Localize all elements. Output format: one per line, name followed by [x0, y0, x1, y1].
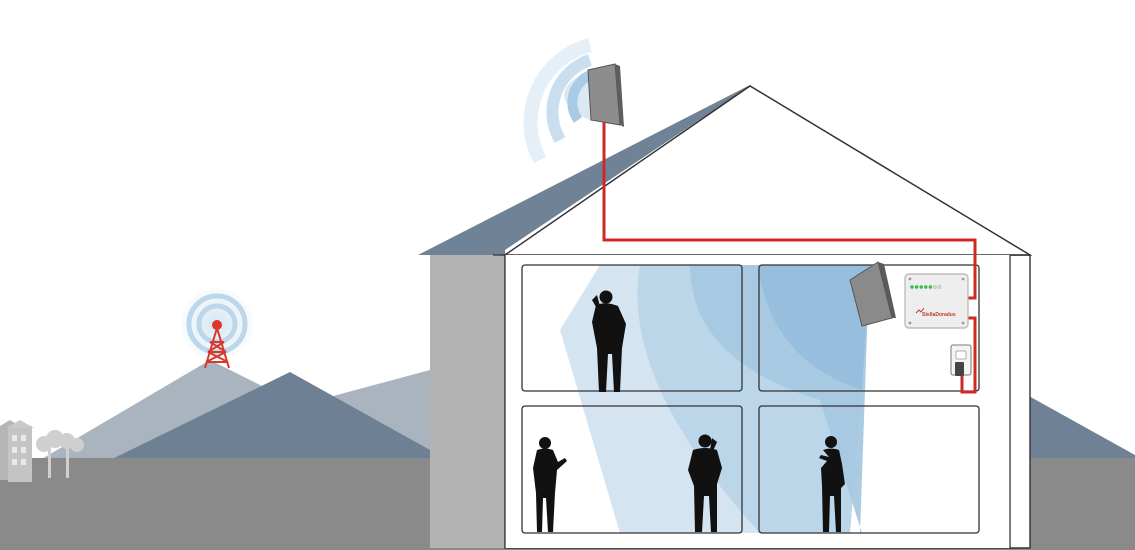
power-outlet-icon — [950, 344, 972, 376]
status-led — [923, 285, 928, 289]
booster-brand-label: StellaDoradus — [922, 312, 956, 318]
room-upper-left — [521, 264, 743, 392]
town-building — [8, 426, 32, 482]
person-with-phone — [819, 436, 845, 532]
status-led — [910, 285, 914, 289]
room-lower-right — [758, 405, 980, 534]
people — [533, 290, 845, 532]
near-mountain-left — [110, 372, 430, 460]
person-on-phone — [688, 434, 722, 532]
town-trees — [36, 430, 84, 478]
indoor-coverage-beam — [560, 265, 870, 533]
signal-booster-icon: StellaDoradus — [904, 273, 969, 329]
house-side-wall — [430, 255, 505, 548]
rooms — [521, 264, 980, 534]
status-led — [937, 285, 942, 289]
person-on-phone — [592, 290, 626, 392]
town-roof — [6, 420, 34, 428]
status-led — [928, 285, 933, 289]
status-led — [914, 285, 919, 289]
room-lower-left — [521, 405, 743, 534]
status-led — [919, 285, 924, 289]
person-with-phone — [533, 437, 567, 532]
indoor-antenna-icon — [849, 261, 896, 327]
status-led — [933, 285, 937, 289]
outdoor-antenna-icon — [587, 63, 624, 127]
house-roof — [418, 86, 750, 255]
coax-cable — [602, 122, 977, 394]
booster-status-leds — [910, 285, 942, 289]
outdoor-antenna-signal — [523, 38, 595, 164]
room-upper-right — [758, 264, 980, 392]
distant-town — [0, 420, 84, 482]
cell-tower-icon — [181, 288, 253, 369]
